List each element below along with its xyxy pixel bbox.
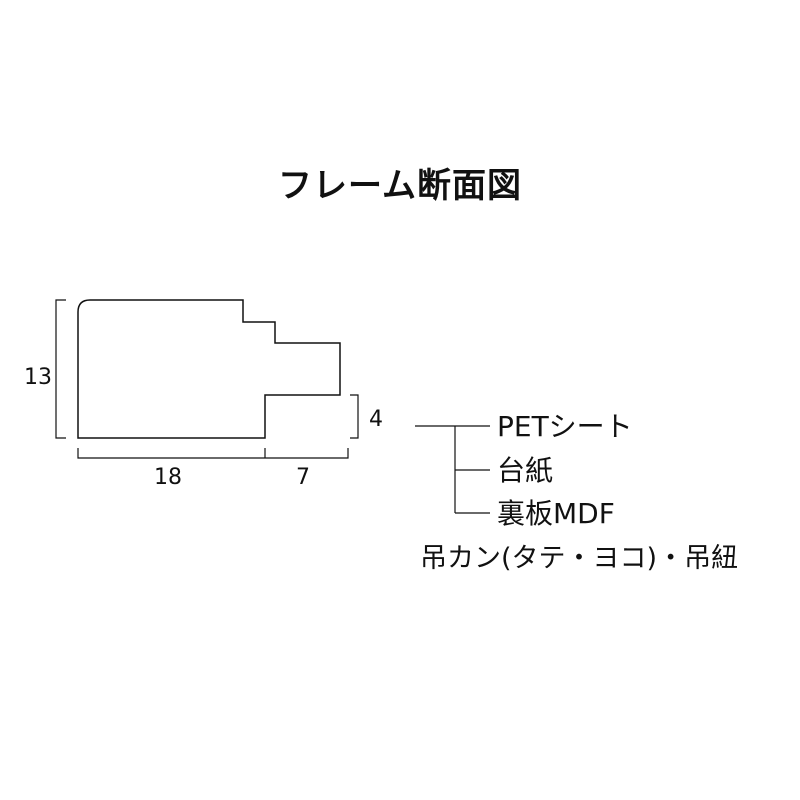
back-depth-bracket — [350, 394, 359, 439]
height-dimension-bracket — [55, 299, 66, 439]
part-label-hangers-and-cord: 吊カン(タテ・ヨコ)・吊紐 — [420, 543, 738, 574]
page-title: フレーム断面図 — [278, 166, 522, 206]
parts-leader-lines — [415, 425, 490, 514]
part-label-mount-board: 台紙 — [497, 454, 553, 487]
back-depth-dimension-label: 4 — [369, 407, 383, 432]
width-main-dimension-label: 18 — [154, 465, 182, 490]
part-label-mdf-backboard: 裏板MDF — [497, 497, 615, 530]
part-label-pet-sheet: PETシート — [497, 410, 633, 443]
width-dimension-line — [77, 448, 349, 459]
height-dimension-label: 13 — [24, 365, 52, 390]
frame-profile-outline — [77, 299, 341, 439]
width-step-dimension-label: 7 — [296, 465, 310, 490]
